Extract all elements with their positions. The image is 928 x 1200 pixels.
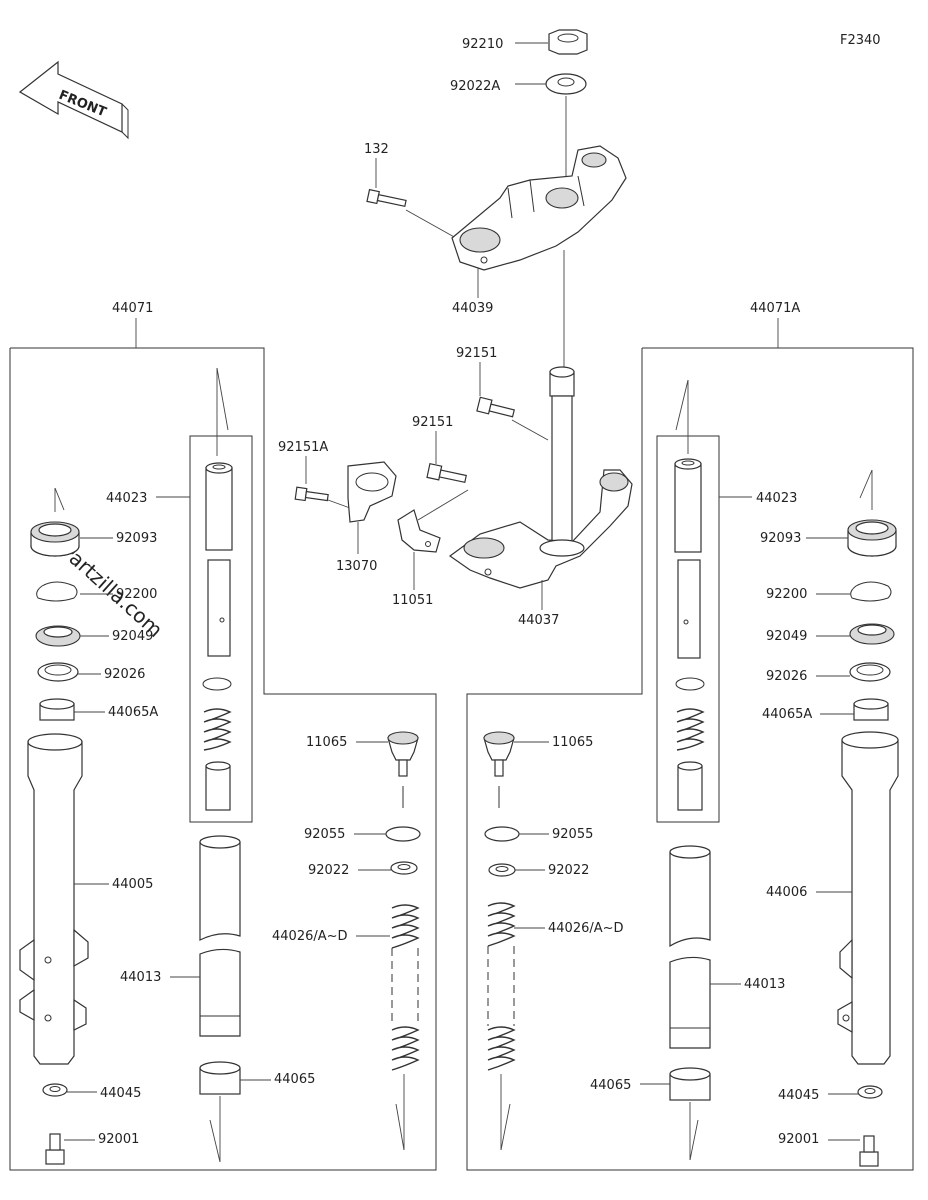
left-inner-box (189, 435, 253, 823)
left-washer-92022 (390, 861, 418, 875)
right-rebound-spring (676, 708, 705, 751)
label-92151-lower: 92151 (412, 415, 453, 430)
right-damper-rod-44023 (674, 458, 702, 659)
right-label-44013: 44013 (744, 977, 785, 992)
bolt-92151-lower (426, 462, 467, 484)
right-bushing-44065a (853, 698, 889, 721)
right-label-92049: 92049 (766, 629, 807, 644)
left-outer-tube-44005 (19, 733, 89, 1065)
bracket-11051 (397, 509, 441, 553)
label-44039: 44039 (452, 301, 493, 316)
label-132: 132 (364, 142, 389, 157)
right-label-92026: 92026 (766, 669, 807, 684)
left-label-44065a: 44065A (108, 705, 158, 720)
right-label-44065: 44065 (590, 1078, 631, 1093)
left-label-44005: 44005 (112, 877, 153, 892)
left-seal-92049 (35, 625, 81, 647)
left-top-plug-11065 (387, 731, 419, 808)
left-label-44045: 44045 (100, 1086, 141, 1101)
right-seal-92049 (849, 623, 895, 645)
left-o-ring-92055 (385, 826, 421, 842)
bolt-92151-upper (476, 396, 515, 418)
label-44037: 44037 (518, 613, 559, 628)
right-label-92022: 92022 (548, 863, 589, 878)
clamp-13070 (347, 461, 397, 523)
left-label-92200: 92200 (116, 587, 157, 602)
left-clip (202, 677, 232, 691)
left-label-44065: 44065 (274, 1072, 315, 1087)
left-label-44013: 44013 (120, 970, 161, 985)
label-11051: 11051 (392, 593, 433, 608)
front-arrow-icon: FRONT (18, 60, 129, 140)
label-44071a: 44071A (750, 301, 800, 316)
right-label-44026: 44026/A~D (548, 921, 624, 936)
left-bushing-44065 (199, 1061, 241, 1095)
right-fork-box (466, 347, 914, 1171)
right-label-92001: 92001 (778, 1132, 819, 1147)
nut-92210 (548, 29, 588, 55)
label-13070: 13070 (336, 559, 377, 574)
right-o-ring-92055 (484, 826, 520, 842)
right-label-44065a: 44065A (762, 707, 812, 722)
upper-bracket-44039 (451, 145, 627, 271)
left-bolt-92001 (45, 1133, 65, 1165)
label-92210: 92210 (462, 37, 503, 52)
left-fork-box (9, 347, 437, 1171)
left-fork-spring-44026 (391, 904, 420, 1071)
right-fork-spring-44026 (487, 902, 516, 1071)
right-label-44023: 44023 (756, 491, 797, 506)
right-label-44045: 44045 (778, 1088, 819, 1103)
left-label-92026: 92026 (104, 667, 145, 682)
left-washer-92026 (37, 662, 79, 682)
left-oil-lock-piece (205, 761, 231, 811)
right-circlip-92200 (850, 581, 892, 602)
left-bushing-44065a (39, 698, 75, 721)
right-oil-lock-piece (677, 761, 703, 811)
left-label-92049: 92049 (112, 629, 153, 644)
bolt-92151a (294, 486, 329, 502)
left-damper-rod-44023 (205, 462, 233, 657)
right-clip (675, 677, 705, 691)
left-label-92093: 92093 (116, 531, 157, 546)
right-bolt-92001 (859, 1135, 879, 1167)
left-label-44026: 44026/A~D (272, 929, 348, 944)
right-fork-cap-92093 (847, 519, 897, 557)
washer-92022a (545, 73, 587, 95)
right-label-92200: 92200 (766, 587, 807, 602)
steering-stem-44037 (448, 366, 633, 589)
left-washer-44045 (42, 1083, 68, 1097)
right-label-44006: 44006 (766, 885, 807, 900)
diagram-code: F2340 (840, 33, 881, 48)
bolt-132 (366, 188, 407, 208)
left-circlip-92200 (36, 581, 78, 602)
right-label-92055: 92055 (552, 827, 593, 842)
right-label-11065: 11065 (552, 735, 593, 750)
left-label-92055: 92055 (304, 827, 345, 842)
left-label-92022: 92022 (308, 863, 349, 878)
left-label-44023: 44023 (106, 491, 147, 506)
right-top-plug-11065 (483, 731, 515, 808)
right-inner-tube-44013 (669, 845, 711, 1049)
right-outer-tube-44006 (837, 731, 899, 1065)
label-92151a: 92151A (278, 440, 328, 455)
label-44071: 44071 (112, 301, 153, 316)
left-label-11065: 11065 (306, 735, 347, 750)
left-inner-tube-44013 (199, 835, 241, 1037)
right-washer-44045 (857, 1085, 883, 1099)
left-rebound-spring (203, 708, 232, 751)
right-washer-92026 (849, 662, 891, 682)
left-label-92001: 92001 (98, 1132, 139, 1147)
right-label-92093: 92093 (760, 531, 801, 546)
right-washer-92022 (488, 863, 516, 877)
label-92151-upper: 92151 (456, 346, 497, 361)
right-bushing-44065 (669, 1067, 711, 1101)
label-92022a: 92022A (450, 79, 500, 94)
left-fork-cap-92093 (30, 521, 80, 557)
